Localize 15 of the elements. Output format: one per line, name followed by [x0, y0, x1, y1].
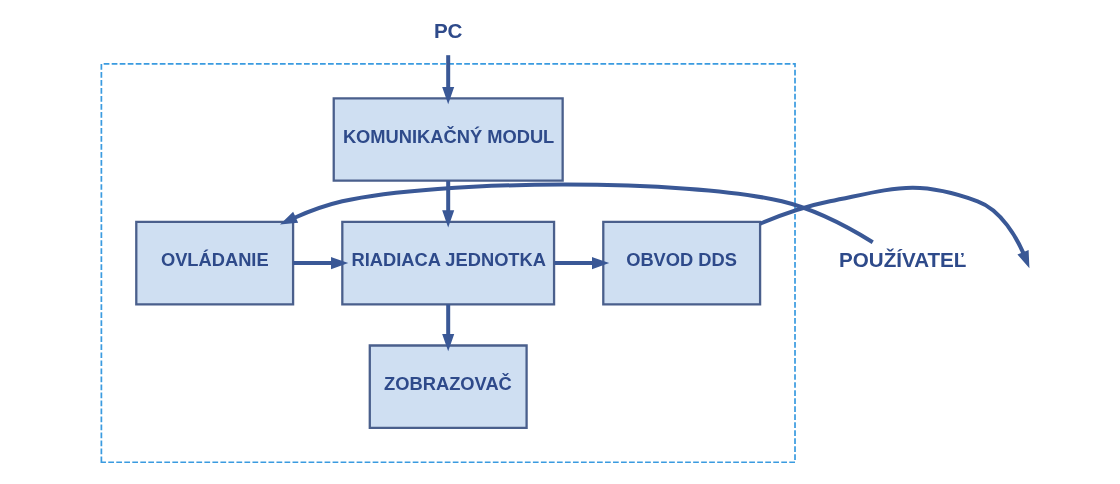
arrow [442, 180, 455, 228]
arrow [554, 256, 610, 269]
arrow [442, 54, 455, 104]
arrow [759, 185, 1030, 268]
node-box: ZOBRAZOVAČ [368, 343, 528, 429]
node-box: OVLÁDANIE [135, 220, 295, 305]
node-text: POUŽÍVATEĽ [839, 247, 967, 271]
node-box: KOMUNIKAČNÝ MODUL [332, 96, 564, 182]
arrow [293, 256, 349, 269]
arrow [280, 182, 874, 244]
node-box: OBVOD DDS [602, 220, 762, 305]
node-box: RIADIACA JEDNOTKA [341, 220, 556, 305]
node-text: PC [433, 18, 463, 42]
cluster [100, 62, 796, 463]
arrow [442, 303, 455, 351]
